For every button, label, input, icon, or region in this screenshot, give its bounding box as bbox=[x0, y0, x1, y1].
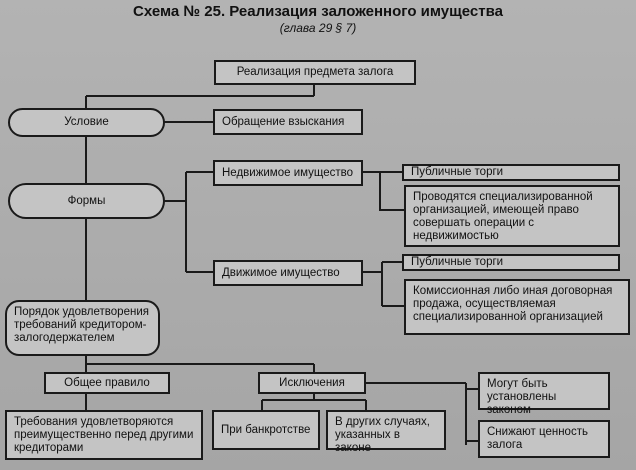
public-auction-1-label: Публичные торги bbox=[411, 166, 504, 178]
satisfaction-order-node: Порядок удовлетворения требований кредит… bbox=[5, 300, 160, 356]
commission-sale-node: Комиссионная либо иная договорная продаж… bbox=[404, 279, 630, 335]
commission-sale-label: Комиссионная либо иная договорная продаж… bbox=[413, 285, 613, 323]
priority-claims-node: Требования удовлетворяются преимуществен… bbox=[5, 410, 203, 460]
movable-node: Движимое имущество bbox=[213, 260, 363, 286]
specialized-org-label: Проводятся специализированной организаци… bbox=[413, 191, 593, 242]
general-rule-node: Общее правило bbox=[44, 372, 170, 394]
general-rule-label: Общее правило bbox=[64, 376, 150, 389]
public-auction-2-node: Публичные торги bbox=[402, 254, 620, 271]
forms-node: Формы bbox=[8, 183, 165, 219]
condition-node-label: Условие bbox=[64, 116, 109, 128]
public-auction-2-label: Публичные торги bbox=[411, 256, 504, 268]
exceptions-node: Исключения bbox=[258, 372, 366, 394]
connector-realestate-specialized bbox=[379, 172, 404, 211]
reduce-value-node: Снижают ценность залога bbox=[478, 420, 610, 458]
forms-node-label: Формы bbox=[67, 194, 106, 207]
other-cases-label: В других случаях, указанных в законе bbox=[335, 416, 430, 454]
may-be-established-label: Могут быть установлены законом bbox=[487, 378, 557, 416]
real-estate-node-label: Недвижимое имущество bbox=[222, 166, 354, 179]
diagram-subtitle: (глава 29 § 7) bbox=[279, 21, 357, 35]
movable-node-label: Движимое имущество bbox=[222, 266, 340, 279]
priority-claims-label: Требования удовлетворяются преимуществен… bbox=[14, 416, 194, 454]
root-node-label: Реализация предмета залога bbox=[236, 66, 394, 78]
exceptions-label: Исключения bbox=[279, 376, 345, 389]
foreclosure-node-label: Обращение взыскания bbox=[222, 115, 345, 128]
bankruptcy-node: При банкротстве bbox=[212, 410, 320, 450]
other-cases-node: В других случаях, указанных в законе bbox=[326, 410, 446, 454]
real-estate-node: Недвижимое имущество bbox=[213, 160, 363, 186]
bankruptcy-label: При банкротстве bbox=[221, 423, 311, 436]
specialized-org-node: Проводятся специализированной организаци… bbox=[404, 185, 620, 247]
diagram-title: Схема № 25. Реализация заложенного имуще… bbox=[133, 3, 503, 20]
condition-node: Условие bbox=[8, 108, 165, 137]
public-auction-1-node: Публичные торги bbox=[402, 164, 620, 181]
satisfaction-order-label: Порядок удовлетворения требований кредит… bbox=[14, 306, 149, 344]
root-node: Реализация предмета залога bbox=[214, 60, 416, 85]
may-be-established-node: Могут быть установлены законом bbox=[478, 372, 610, 416]
foreclosure-node: Обращение взыскания bbox=[213, 109, 363, 135]
reduce-value-label: Снижают ценность залога bbox=[487, 426, 588, 451]
